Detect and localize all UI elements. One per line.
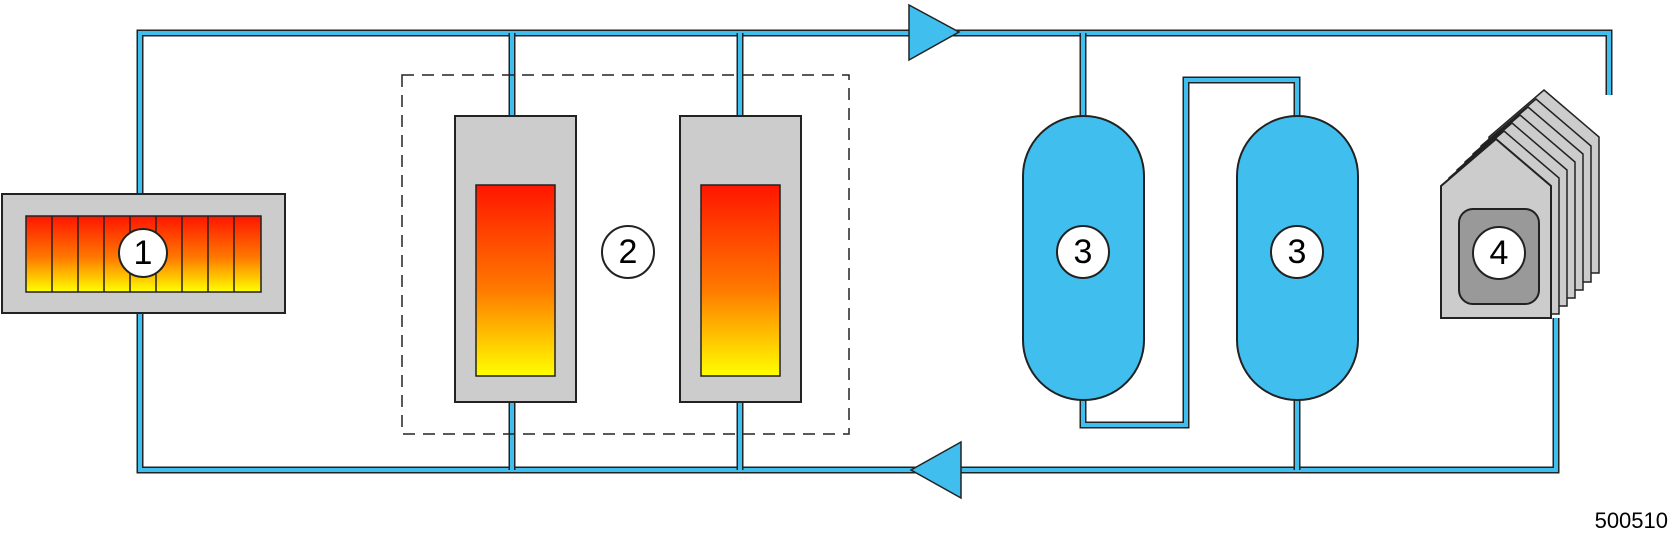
- label-circle-1: [118, 228, 168, 278]
- flow-arrow-supply: [908, 3, 961, 62]
- label-3a: 3: [1074, 233, 1093, 271]
- label-3b: 3: [1288, 233, 1307, 271]
- heater-unit: 1: [1, 193, 286, 314]
- storage-tank-right-core: [700, 184, 781, 377]
- pipe-network: [136, 29, 1613, 474]
- flow-arrow-return: [909, 440, 962, 500]
- consumer-stack: 4: [1440, 89, 1600, 319]
- vessel-left: 3: [1022, 115, 1145, 401]
- reference-number: 500510: [1595, 508, 1668, 533]
- label-1: 1: [134, 234, 153, 272]
- label-2: 2: [619, 233, 638, 271]
- label-4: 4: [1490, 234, 1509, 272]
- storage-group-boundary: [401, 74, 850, 435]
- vessel-right: 3: [1236, 115, 1359, 401]
- label-circle-2: [601, 225, 655, 279]
- label-circle-3a: [1056, 225, 1110, 279]
- label-circle-4: [1472, 226, 1526, 280]
- storage-tank-left-core: [475, 184, 556, 377]
- label-circle-3b: [1270, 225, 1324, 279]
- storage-group: 2: [401, 74, 850, 435]
